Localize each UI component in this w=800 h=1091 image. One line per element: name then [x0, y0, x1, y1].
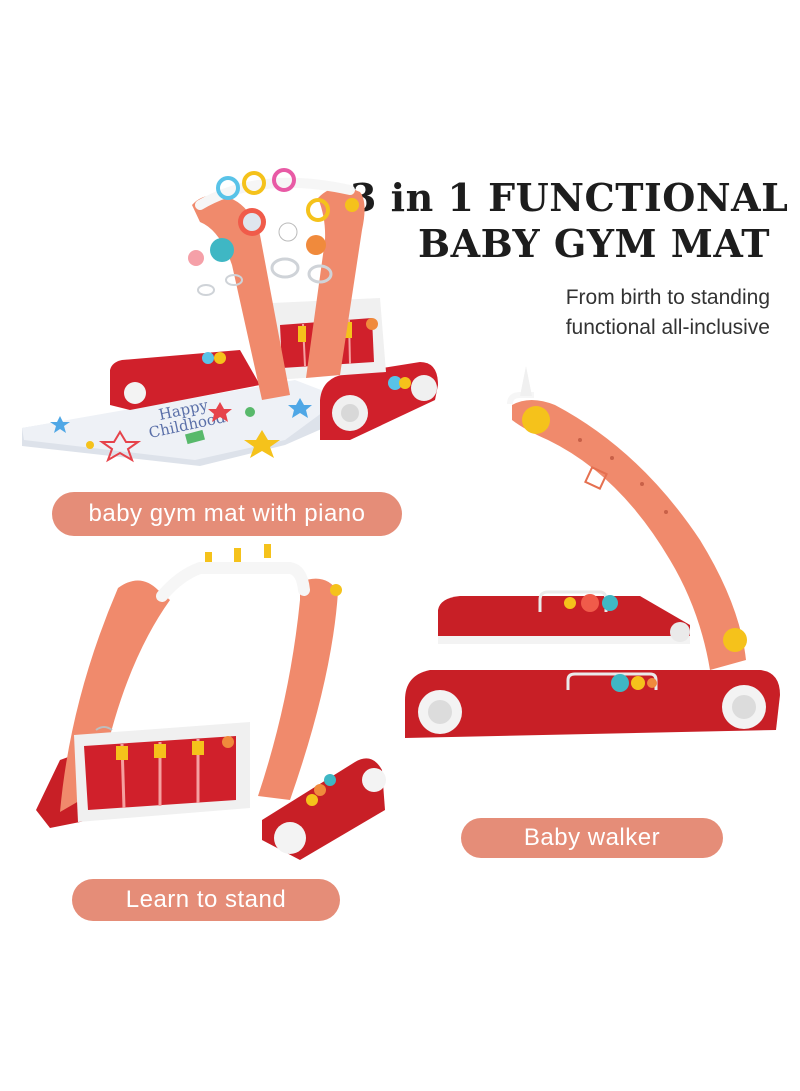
bead-toy: [324, 774, 336, 786]
label-learn-to-stand: Learn to stand: [72, 879, 340, 921]
arm-knob: [723, 628, 747, 652]
rectangle-shape: [185, 429, 205, 445]
top-bar: [195, 177, 355, 210]
wheel: [411, 375, 437, 401]
ring-toy: [242, 171, 266, 195]
star-shape: [98, 430, 142, 463]
stand-illustration: [36, 544, 386, 860]
arm-knob: [522, 406, 550, 434]
bead-toy: [202, 352, 214, 364]
bead-toy: [611, 674, 629, 692]
wheel: [362, 768, 386, 792]
fox-toy: [306, 235, 326, 255]
bead-toy: [564, 597, 576, 609]
wheel: [124, 382, 146, 404]
gym-mat-illustration: Happy Childhood: [22, 168, 438, 466]
product-subheadline: From birth to standing functional all-in…: [410, 283, 770, 343]
elephant-toy: [210, 238, 234, 262]
dot-shape: [86, 441, 94, 449]
left-base: [110, 350, 260, 410]
stand-arch-right: [258, 578, 338, 800]
product-headline: 3 in 1 FUNCTIONAL BABY GYM MAT: [350, 175, 789, 267]
ring-toy: [272, 168, 296, 192]
headline-line-2: BABY GYM MAT: [417, 221, 770, 266]
wheel: [670, 622, 690, 642]
stand-handle: [156, 562, 310, 602]
subheadline-line-2: functional all-inclusive: [565, 316, 770, 339]
star-shape: [244, 430, 280, 458]
ring-toy: [216, 176, 240, 200]
label-gym-mat-with-piano: baby gym mat with piano: [52, 492, 402, 536]
arm-tip: [520, 366, 532, 396]
star-shape: [288, 398, 312, 418]
bird-toy: [278, 222, 298, 242]
label-baby-walker: Baby walker: [461, 818, 723, 858]
giraffe-toy: [188, 250, 204, 266]
subheadline-line-1: From birth to standing: [565, 286, 770, 309]
dot-shape: [245, 407, 255, 417]
gym-arch-left: [192, 195, 290, 400]
bead-toy: [388, 376, 402, 390]
wheel: [274, 822, 306, 854]
walker-upper-rail: [438, 596, 690, 642]
teether-ring: [270, 257, 300, 279]
gym-arch-right: [306, 187, 365, 378]
star-shape: [50, 416, 70, 433]
star-shape: [208, 402, 232, 422]
walker-illustration: [405, 366, 780, 738]
walker-base: [405, 670, 780, 738]
headline-line-1: 3 in 1 FUNCTIONAL: [350, 175, 789, 220]
ring-toy: [306, 198, 330, 222]
